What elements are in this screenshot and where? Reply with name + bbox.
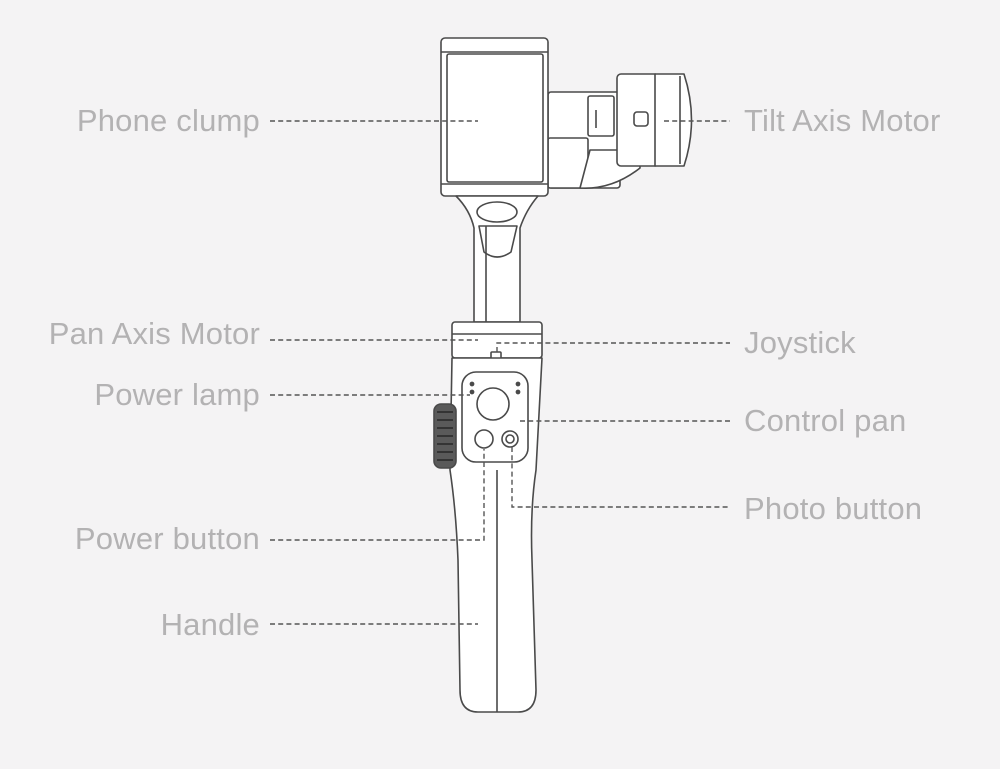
leader-power-button — [270, 449, 485, 541]
tilt-axis-motor — [616, 73, 693, 167]
leader-joystick — [496, 342, 730, 352]
label-photo-button: Photo button — [744, 491, 923, 526]
label-phone-clump: Phone clump — [76, 103, 260, 138]
label-joystick: Joystick — [744, 325, 856, 360]
power-lamp — [469, 381, 475, 387]
label-tilt-axis-motor: Tilt Axis Motor — [744, 103, 941, 138]
phone-clump — [440, 37, 549, 197]
label-power-lamp: Power lamp — [94, 377, 260, 412]
control-pan — [461, 371, 529, 463]
joystick — [476, 387, 510, 421]
side-dial — [433, 403, 457, 469]
label-control-pan: Control pan — [744, 403, 907, 438]
vertical-arm — [455, 195, 539, 323]
leader-photo-button — [511, 447, 730, 508]
leader-lines — [270, 120, 730, 625]
power-button — [474, 429, 494, 449]
label-power-button: Power button — [74, 521, 260, 556]
label-pan-axis-motor: Pan Axis Motor — [48, 316, 260, 351]
label-handle: Handle — [160, 607, 260, 642]
